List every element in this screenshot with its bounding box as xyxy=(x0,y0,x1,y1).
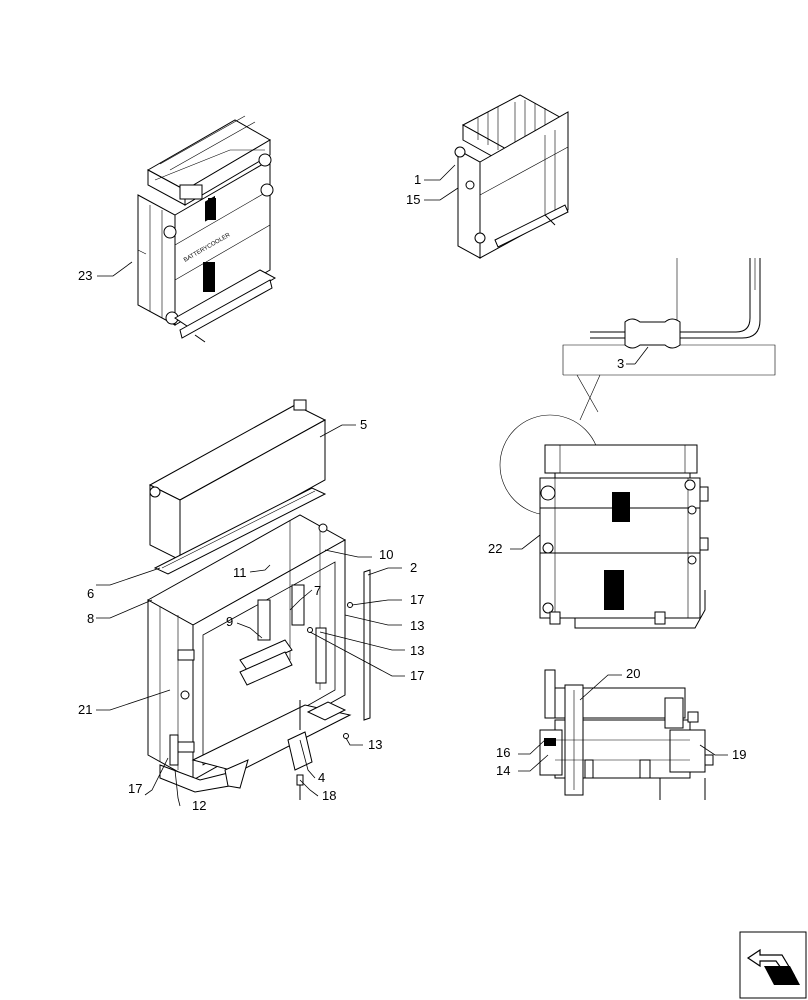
callout-3: 3 xyxy=(617,356,624,371)
callout-4: 4 xyxy=(318,770,325,785)
callout-12: 12 xyxy=(192,798,206,813)
cooler-front-view xyxy=(499,414,709,629)
callout-8: 8 xyxy=(87,611,94,626)
callout-17-right-top: 17 xyxy=(410,592,424,607)
callout-18: 18 xyxy=(322,788,336,803)
callout-9: 9 xyxy=(226,614,233,629)
callout-23: 23 xyxy=(78,268,92,283)
callout-5: 5 xyxy=(360,417,367,432)
callout-16: 16 xyxy=(496,745,510,760)
callout-10: 10 xyxy=(379,547,393,562)
callout-20: 20 xyxy=(626,666,640,681)
leader-lines xyxy=(96,164,728,807)
callout-6: 6 xyxy=(87,586,94,601)
callout-1: 1 xyxy=(414,172,421,187)
callout-7: 7 xyxy=(314,583,321,598)
arrow-back-icon[interactable] xyxy=(739,931,807,999)
callout-13-bottom: 13 xyxy=(368,737,382,752)
callout-11: 11 xyxy=(233,565,247,580)
cooler-assembly-perspective-left: BATTERYCOOLER xyxy=(137,115,277,343)
cooler-exploded-assembly xyxy=(146,399,371,800)
cooler-side-view xyxy=(539,669,714,800)
callout-15: 15 xyxy=(406,192,420,207)
callout-17-left: 17 xyxy=(128,781,142,796)
grommet-detail-view xyxy=(562,258,776,421)
callout-22: 22 xyxy=(488,541,502,556)
callout-17-right-bottom: 17 xyxy=(410,668,424,683)
callout-13-right-mid: 13 xyxy=(410,643,424,658)
callout-21: 21 xyxy=(78,702,92,717)
callout-19: 19 xyxy=(732,747,746,762)
callout-13-right-top: 13 xyxy=(410,618,424,633)
cooler-assembly-perspective-right xyxy=(454,94,569,259)
callout-numbers: 23 1 15 3 5 6 8 11 10 2 7 17 9 13 13 17 … xyxy=(78,172,746,813)
callout-14: 14 xyxy=(496,763,510,778)
callout-2: 2 xyxy=(410,560,417,575)
